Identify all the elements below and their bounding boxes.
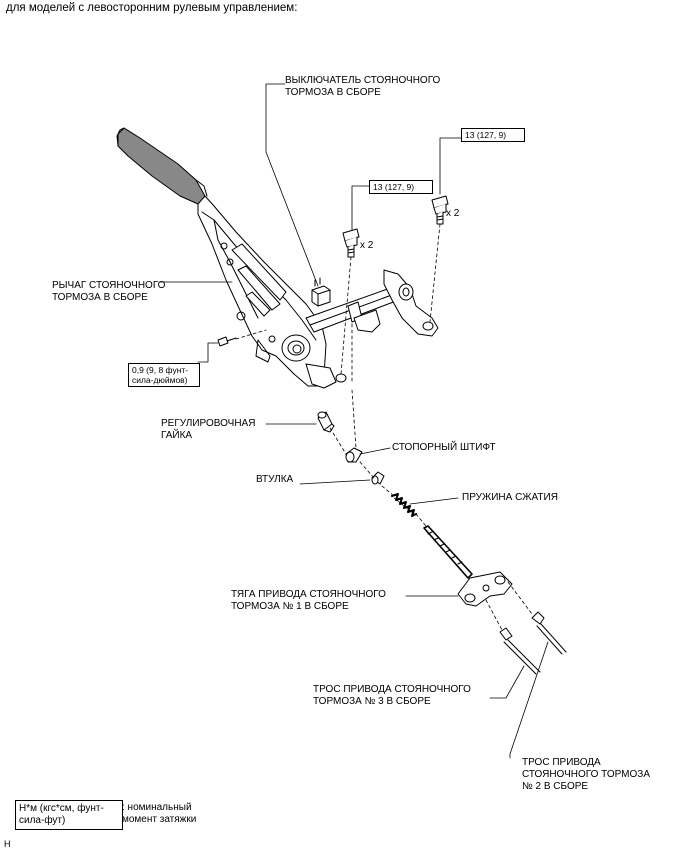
label-brake-lever: РЫЧАГ СТОЯНОЧНОГО ТОРМОЗА В СБОРЕ	[52, 280, 166, 303]
legend-units-box: Н*м (кгс*см, фунт- сила-фут)	[15, 800, 123, 830]
label-compression-spring: ПРУЖИНА СЖАТИЯ	[462, 492, 558, 503]
label-cable-3: ТРОС ПРИВОДА СТОЯНОЧНОГО ТОРМОЗА № 3 В С…	[313, 684, 471, 707]
page-header: для моделей с левосторонним рулевым упра…	[6, 2, 298, 14]
parking-brake-rod	[423, 525, 513, 607]
label-parking-brake-rod: ТЯГА ПРИВОДА СТОЯНОЧНОГО ТОРМОЗА № 1 В С…	[231, 589, 386, 612]
parking-brake-lever	[116, 127, 347, 389]
lever-bracket	[305, 269, 439, 337]
bolt-right	[431, 195, 449, 225]
label-adjusting-nut: РЕГУЛИРОВОЧНАЯ ГАЙКА	[161, 418, 256, 441]
cable-2	[531, 611, 567, 655]
torque-box-screw: 0,9 (9, 8 фунт- сила-дюймов)	[128, 363, 200, 387]
compression-spring	[391, 493, 417, 517]
adjusting-nut	[317, 411, 335, 433]
label-cable-2: ТРОС ПРИВОДА СТОЯНОЧНОГО ТОРМОЗА № 2 В С…	[522, 757, 650, 792]
label-brake-switch: ВЫКЛЮЧАТЕЛЬ СТОЯНОЧНОГО ТОРМОЗА В СБОРЕ	[285, 75, 441, 98]
torque-box-right-bolt: 13 (127, 9)	[461, 128, 525, 142]
brake-switch	[311, 277, 331, 307]
legend-meaning: : номинальный момент затяжки	[122, 802, 197, 825]
qty-right-bolt: x 2	[446, 208, 460, 219]
leader-lines	[159, 83, 549, 759]
qty-left-bolt: x 2	[360, 240, 374, 251]
cable-3	[499, 627, 541, 675]
torque-box-left-bolt: 13 (127, 9)	[369, 180, 433, 194]
bolt-left	[342, 228, 360, 258]
label-lock-pin: СТОПОРНЫЙ ШТИФТ	[392, 442, 496, 453]
screw	[217, 336, 237, 347]
label-bushing: ВТУЛКА	[256, 474, 294, 485]
lock-pin	[345, 447, 363, 463]
alignment-lines	[235, 223, 533, 631]
corner-mark: H	[4, 839, 11, 849]
